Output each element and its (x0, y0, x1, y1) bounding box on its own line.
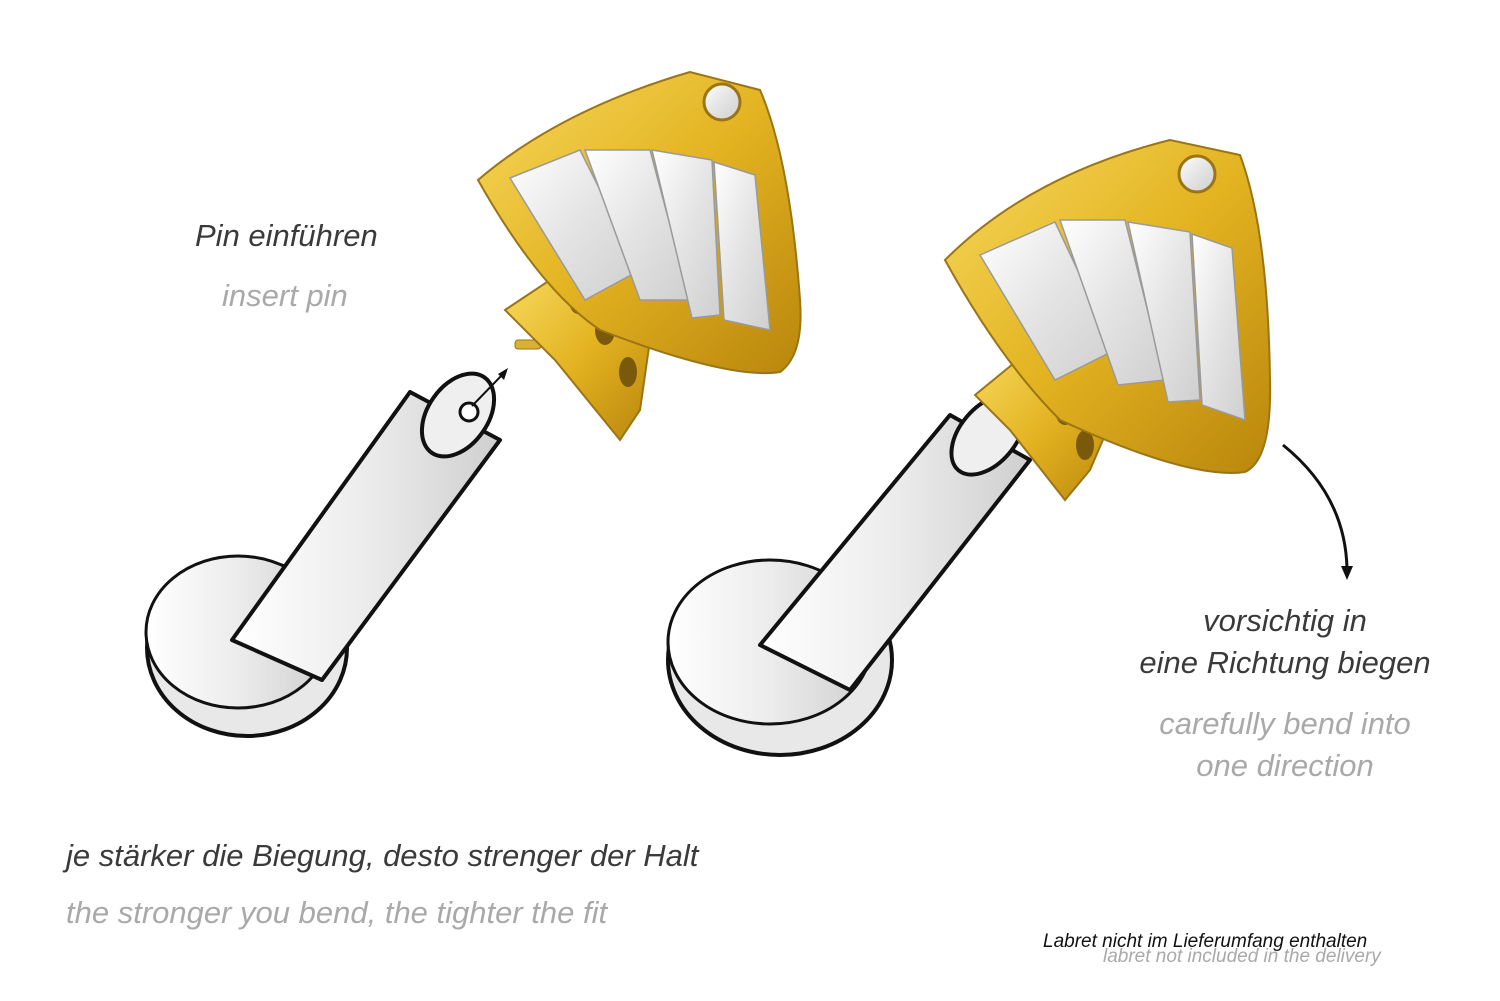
bend-label-de-line2: eine Richtung biegen (1139, 645, 1431, 680)
bend-label-de: vorsichtig in eine Richtung biegen (1090, 600, 1480, 684)
delivery-note-de: Labret nicht im Lieferumfang enthalten (1043, 931, 1368, 952)
delivery-note-en: labret not included in the delivery (1103, 946, 1381, 967)
fit-label-en: the stronger you bend, the tighter the f… (66, 895, 608, 930)
labret-right (666, 393, 1032, 757)
bend-arrow-icon (1282, 443, 1353, 580)
bend-label-en-line1: carefully bend into (1159, 706, 1411, 741)
insert-pin-label-de: Pin einführen (195, 218, 378, 253)
insert-arrow-icon (471, 368, 508, 407)
bend-label-en-line2: one direction (1196, 748, 1374, 783)
jewel-top-left (476, 70, 802, 442)
fit-label-de: je stärker die Biegung, desto strenger d… (66, 838, 699, 873)
jewel-top-right (943, 138, 1272, 502)
bend-label-de-line1: vorsichtig in (1203, 603, 1367, 638)
insert-pin-label-en: insert pin (222, 278, 348, 313)
bend-label-en: carefully bend into one direction (1090, 703, 1480, 787)
labret-left (144, 371, 502, 738)
